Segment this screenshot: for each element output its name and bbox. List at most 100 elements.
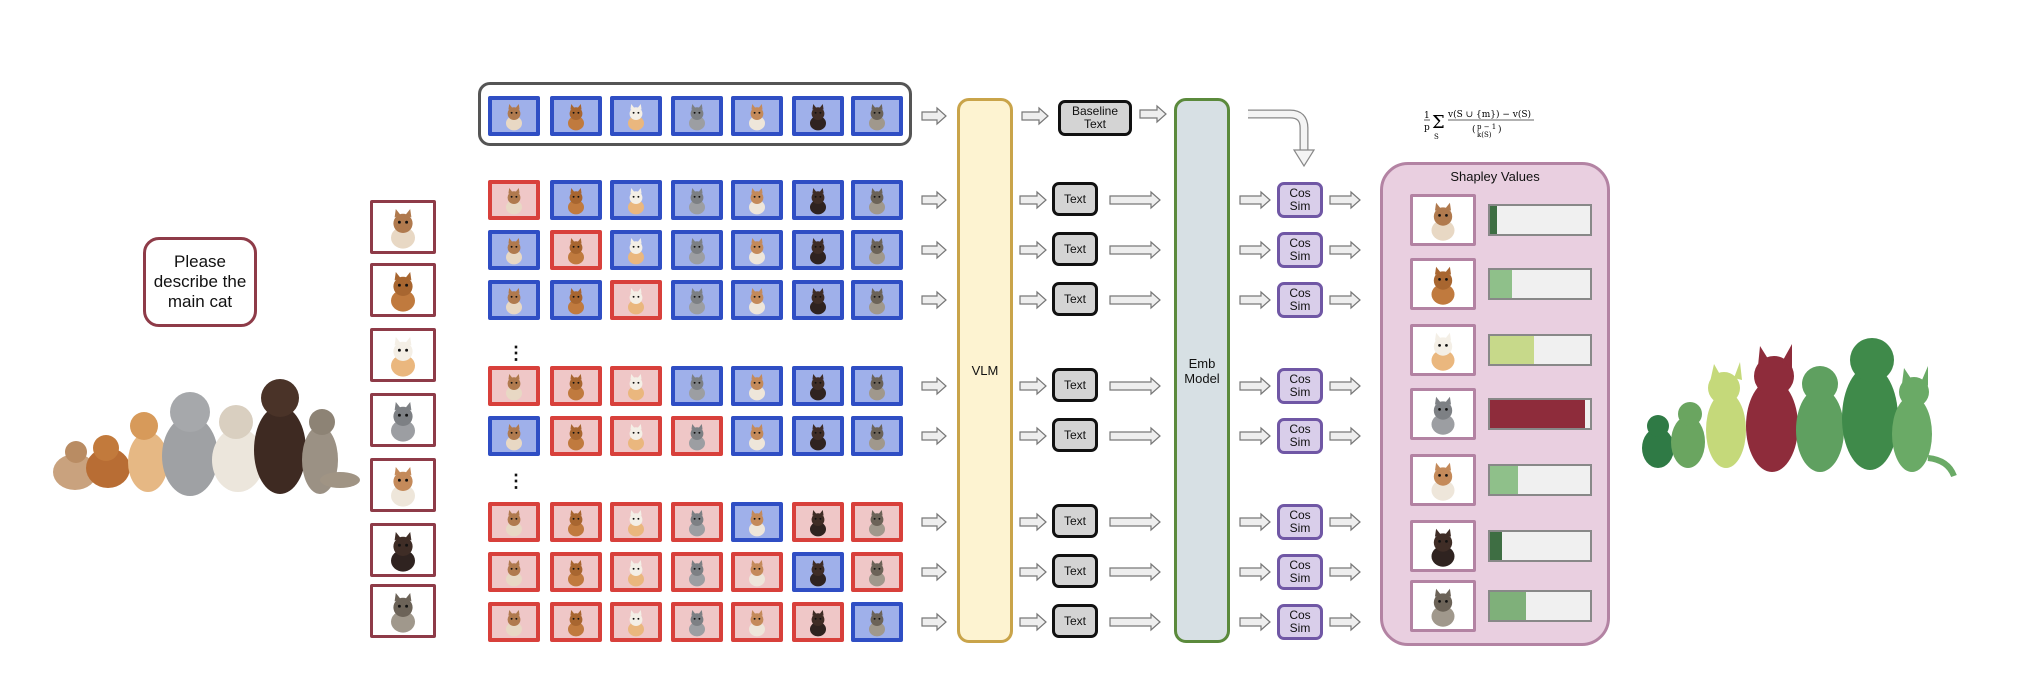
mask-cell-r7-c1 (550, 552, 602, 592)
mask-cell-r3-c1 (550, 280, 602, 320)
shapley-bar-6 (1488, 530, 1592, 562)
patch-crop-7 (370, 584, 436, 638)
cos-sim-box-5: Cos Sim (1277, 418, 1323, 454)
cat-kitten-icon (492, 370, 536, 402)
tabby-kitten-icon (855, 100, 899, 132)
mask-cell-r0-c5 (792, 96, 844, 136)
cat-kitten-icon (492, 100, 536, 132)
text-box-1: Text (1052, 182, 1098, 216)
mask-cell-r1-c2 (610, 180, 662, 220)
mask-cell-r3-c4 (731, 280, 783, 320)
pomeranian-icon (554, 100, 598, 132)
mask-cell-r8-c5 (792, 602, 844, 642)
mask-cell-r2-c1 (550, 230, 602, 270)
mask-cell-r0-c2 (610, 96, 662, 136)
pomeranian-icon (373, 266, 433, 314)
cat-kitten-icon (492, 234, 536, 266)
mask-cell-r6-c1 (550, 502, 602, 542)
grey-cat-icon (373, 396, 433, 444)
shapley-bar-2 (1488, 268, 1592, 300)
emb-model-label: Emb Model (1184, 355, 1220, 386)
svg-text:S: S (1434, 133, 1439, 141)
bulldog-puppy-icon (735, 370, 779, 402)
black-labrador-icon (796, 284, 840, 316)
mask-cell-r7-c6 (851, 552, 903, 592)
mask-cell-r6-c3 (671, 502, 723, 542)
arrow-cos-to-shapley-1 (1329, 190, 1361, 210)
baseline-to-cos-arrow (1248, 109, 1309, 150)
mask-cell-r6-c0 (488, 502, 540, 542)
pomeranian-icon (554, 284, 598, 316)
cat-kitten-icon (1413, 197, 1473, 243)
arrow-text-to-emb-4 (1109, 376, 1161, 396)
cos-sim-box-3: Cos Sim (1277, 282, 1323, 318)
patch-crop-2 (370, 263, 436, 317)
mask-cell-r4-c4 (731, 366, 783, 406)
svg-text:p: p (1424, 123, 1430, 133)
arrow-cos-to-shapley-2 (1329, 240, 1361, 260)
grey-cat-icon (675, 606, 719, 638)
tabby-kitten-icon (855, 234, 899, 266)
prompt-text: Please describe the main cat (153, 252, 247, 311)
arrow-vlm-to-text-6 (1019, 512, 1047, 532)
corgi-icon (614, 184, 658, 216)
mask-cell-r4-c5 (792, 366, 844, 406)
corgi-icon (614, 370, 658, 402)
mask-cell-r1-c4 (731, 180, 783, 220)
shapley-patch-1 (1410, 194, 1476, 246)
pomeranian-icon (554, 606, 598, 638)
mask-cell-r7-c3 (671, 552, 723, 592)
black-labrador-icon (796, 184, 840, 216)
tabby-kitten-icon (1413, 583, 1473, 629)
corgi-icon (614, 606, 658, 638)
text-box-2: Text (1052, 232, 1098, 266)
mask-cell-r0-c4 (731, 96, 783, 136)
arrow-vlm-to-text-7 (1019, 562, 1047, 582)
arrow-row-to-vlm-2 (921, 240, 947, 260)
cos-sim-box-4: Cos Sim (1277, 368, 1323, 404)
arrow-text-to-emb-2 (1109, 240, 1161, 260)
mask-cell-r1-c6 (851, 180, 903, 220)
emb-model-block: Emb Model (1174, 98, 1230, 643)
silhouette-4 (1746, 380, 1798, 472)
black-labrador-icon (373, 526, 433, 574)
bulldog-puppy-icon (735, 556, 779, 588)
bulldog-puppy-icon (735, 284, 779, 316)
baseline-text-box: Baseline Text (1058, 100, 1132, 136)
svg-text:Σ: Σ (1432, 112, 1445, 133)
silhouette-2 (1671, 416, 1705, 468)
cos-sim-box-7: Cos Sim (1277, 554, 1323, 590)
corgi-icon (1413, 327, 1473, 373)
shapley-bar-7 (1488, 590, 1592, 622)
arrow-cos-to-shapley-3 (1329, 290, 1361, 310)
arrow-baseline-text-to-emb (1139, 104, 1167, 124)
mask-cell-r4-c2 (610, 366, 662, 406)
arrow-emb-to-cos-4 (1239, 376, 1271, 396)
black-labrador-icon (796, 100, 840, 132)
grey-cat-icon (675, 234, 719, 266)
arrow-row-to-vlm-3 (921, 290, 947, 310)
mask-cell-r8-c3 (671, 602, 723, 642)
bulldog-puppy-icon (735, 100, 779, 132)
patch-crop-4 (370, 393, 436, 447)
arrow-emb-to-cos-2 (1239, 240, 1271, 260)
svg-text:v(S ∪ {m}) − v(S): v(S ∪ {m}) − v(S) (1447, 109, 1531, 120)
tabby-kitten-icon (855, 420, 899, 452)
arrow-emb-to-cos-8 (1239, 612, 1271, 632)
mask-cell-r4-c3 (671, 366, 723, 406)
pomeranian-icon (554, 556, 598, 588)
prompt-box: Please describe the main cat (143, 237, 257, 327)
svg-text:(: ( (1472, 124, 1476, 135)
corgi-icon (614, 556, 658, 588)
silhouette-7 (1892, 396, 1932, 472)
mask-cell-r7-c0 (488, 552, 540, 592)
mask-cell-r3-c0 (488, 280, 540, 320)
cat-kitten-icon (492, 556, 536, 588)
shapley-bar-fill-3 (1490, 336, 1534, 364)
vlm-block: VLM (957, 98, 1013, 643)
black-labrador-icon (796, 420, 840, 452)
svg-text:k(S): k(S) (1477, 131, 1492, 139)
arrow-row-to-vlm-6 (921, 512, 947, 532)
mask-cell-r2-c2 (610, 230, 662, 270)
mask-cell-r0-c1 (550, 96, 602, 136)
